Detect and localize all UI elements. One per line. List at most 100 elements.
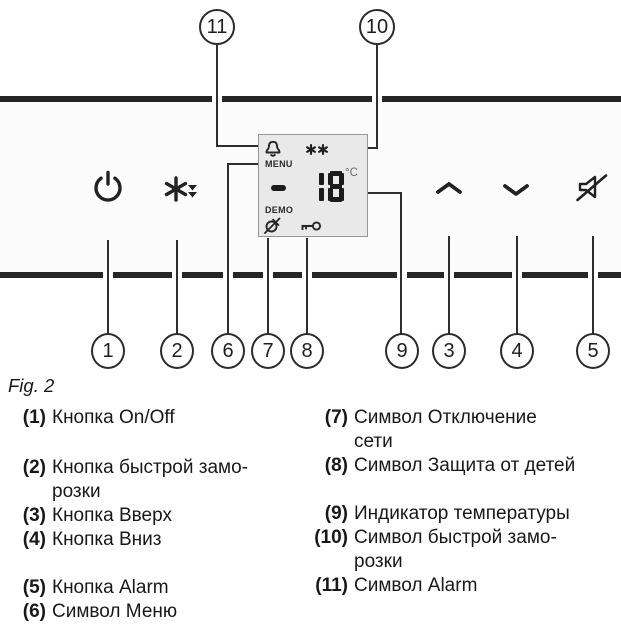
leader-2 <box>176 240 178 334</box>
legend-text: Кнопка быстрой замо- розки <box>52 457 248 502</box>
legend-text: Кнопка Вверх <box>52 505 172 526</box>
panel-bottom-edge <box>182 272 223 278</box>
callout-7-label: 7 <box>262 339 274 362</box>
legend-right-column: (7) Символ Отключение сети (8) Символ Защи… <box>302 406 620 598</box>
panel-bottom-edge <box>598 272 621 278</box>
legend-left-column: (1) Кнопка On/Off (2) Кнопка быстрой замо-… <box>10 406 302 624</box>
up-button <box>435 180 463 196</box>
callout-5-label: 5 <box>587 339 599 362</box>
legend-item-4: (4) Кнопка Вниз <box>10 528 302 552</box>
legend-num: (6) <box>22 601 46 622</box>
callout-1-label: 1 <box>102 339 114 362</box>
legend-text: Кнопка Alarm <box>52 577 169 598</box>
legend-text: Символ Отключение сети <box>354 407 537 452</box>
legend-num: (11) <box>315 575 348 596</box>
callout-11: 11 <box>199 9 235 45</box>
panel-bottom-edge <box>407 272 444 278</box>
callout-8-label: 8 <box>301 339 313 362</box>
key-icon <box>301 221 322 231</box>
legend-text: Индикатор температуры <box>354 503 570 524</box>
leader-6 <box>227 163 259 165</box>
legend-item-1: (1) Кнопка On/Off <box>10 406 302 430</box>
leader-11 <box>216 145 259 147</box>
temperature-display: MENU °C DEMO <box>258 134 368 237</box>
legend-num: (1) <box>22 407 46 428</box>
legend-item-2: (2) Кнопка быстрой замо- розки <box>10 456 302 504</box>
legend-num: (4) <box>22 529 46 550</box>
legend-item-3: (3) Кнопка Вверх <box>10 504 302 528</box>
legend-item-11: (11) Символ Alarm <box>302 574 620 598</box>
legend-item-5: (5) Кнопка Alarm <box>10 576 302 600</box>
minus-indicator <box>271 185 286 191</box>
legend-item-7: (7) Символ Отключение сети <box>302 406 620 454</box>
callout-11-label: 11 <box>206 15 228 38</box>
power-icon <box>94 170 122 202</box>
leader-7 <box>267 238 269 335</box>
legend-text: Кнопка Вниз <box>52 529 162 550</box>
speaker-muted-icon <box>576 174 608 202</box>
panel-bottom-edge <box>273 272 302 278</box>
leader-1 <box>107 240 109 334</box>
leader-4 <box>516 236 518 334</box>
legend-item-6: (6) Символ Меню <box>10 600 302 624</box>
menu-label: MENU <box>265 159 293 169</box>
legend-text: Символ Alarm <box>354 575 478 596</box>
legend-text: Символ Меню <box>52 601 178 622</box>
chevron-down-icon <box>503 184 529 196</box>
callout-4: 4 <box>500 333 534 369</box>
superfrost-button <box>160 169 202 209</box>
plug-off-icon <box>264 217 281 234</box>
legend-text: Символ быстрой замо- розки <box>354 527 557 572</box>
panel-bottom-edge <box>113 272 172 278</box>
callout-9: 9 <box>385 333 419 369</box>
unit-label: °C <box>345 167 358 179</box>
callout-6: 6 <box>211 333 245 369</box>
legend-text: Кнопка On/Off <box>52 407 175 428</box>
legend-item-9: (9) Индикатор температуры <box>302 502 620 526</box>
callout-1: 1 <box>91 333 125 369</box>
panel-bottom-edge <box>0 272 103 278</box>
leader-3 <box>448 236 450 334</box>
leader-6 <box>227 163 229 335</box>
legend-num: (5) <box>22 577 46 598</box>
alarm-button <box>576 173 609 202</box>
callout-10-label: 10 <box>365 15 389 38</box>
callout-10: 10 <box>359 9 395 45</box>
legend-num: (3) <box>22 505 46 526</box>
legend-num: (7) <box>324 407 348 428</box>
leader-9 <box>400 192 402 335</box>
callout-8: 8 <box>290 333 324 369</box>
chevron-up-icon <box>436 182 462 194</box>
temperature-digits <box>308 171 344 202</box>
legend-num: (10) <box>314 527 348 548</box>
demo-label: DEMO <box>265 205 294 215</box>
legend-num: (8) <box>324 455 348 476</box>
leader-5 <box>592 236 594 334</box>
panel-bottom-edge <box>454 272 512 278</box>
callout-3: 3 <box>432 333 466 369</box>
callout-2: 2 <box>160 333 194 369</box>
legend-num: (2) <box>22 457 46 478</box>
legend-item-8: (8) Символ Защита от детей <box>302 454 620 478</box>
callout-7: 7 <box>251 333 285 369</box>
legend-item-10: (10) Символ быстрой замо- розки <box>302 526 620 574</box>
callout-4-label: 4 <box>511 339 523 362</box>
panel-top-edge <box>382 96 621 102</box>
callout-6-label: 6 <box>222 339 234 362</box>
onoff-button <box>90 169 126 205</box>
callout-3-label: 3 <box>443 339 455 362</box>
figure-label: Fig. 2 <box>8 375 55 396</box>
leader-10 <box>376 45 378 149</box>
legend-text: Символ Защита от детей <box>354 455 576 476</box>
callout-2-label: 2 <box>171 339 183 362</box>
leader-11 <box>216 45 218 147</box>
callout-5: 5 <box>576 333 610 369</box>
snowflake-down-arrows-icon <box>164 176 197 202</box>
down-button <box>502 182 530 198</box>
leader-8 <box>306 238 308 335</box>
leader-9 <box>342 192 402 194</box>
legend-num: (9) <box>324 503 348 524</box>
bell-icon <box>265 140 281 157</box>
callout-9-label: 9 <box>396 339 408 362</box>
